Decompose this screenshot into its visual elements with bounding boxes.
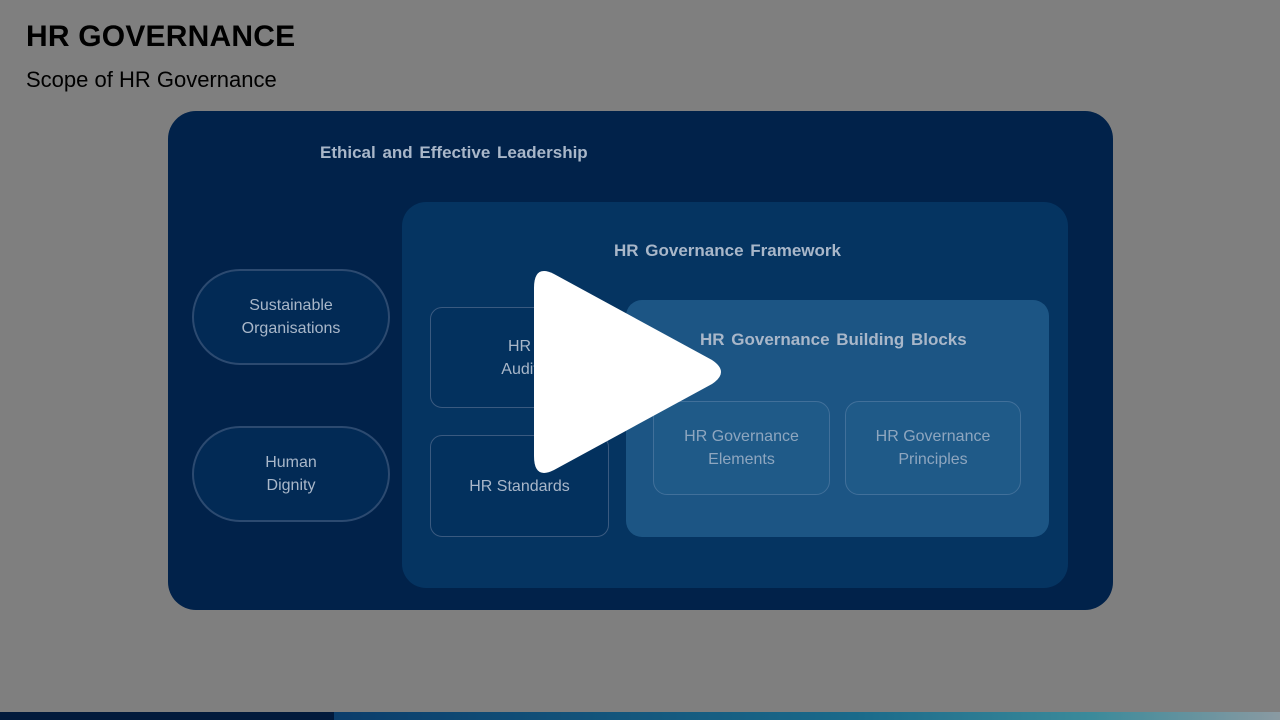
play-icon[interactable]: [530, 266, 730, 478]
elements-line2: Elements: [708, 451, 775, 468]
governance-elements-box: HR Governance Elements: [653, 401, 830, 495]
hr-standards-label: HR Standards: [469, 477, 570, 495]
principles-line2: Principles: [898, 451, 968, 468]
bottom-bar-dark: [0, 712, 334, 720]
framework-heading: HR Governance Framework: [614, 241, 841, 260]
pill-human-dignity: Human Dignity: [192, 426, 390, 522]
governance-principles-box: HR Governance Principles: [845, 401, 1021, 495]
slide-title: HR GOVERNANCE: [26, 20, 296, 53]
pill-label-line2: Dignity: [266, 477, 316, 494]
principles-line1: HR Governance: [875, 428, 991, 445]
hr-audit-line1: HR: [507, 337, 532, 355]
pill-label-line1: Sustainable: [249, 297, 333, 314]
slide-subtitle: Scope of HR Governance: [26, 67, 277, 92]
play-button[interactable]: [530, 266, 730, 478]
pill-label-line1: Human: [265, 454, 317, 471]
pill-label-line2: Organisations: [241, 320, 341, 337]
building-blocks-heading: HR Governance Building Blocks: [700, 330, 967, 349]
bottom-bar-gradient: [334, 712, 1280, 720]
hr-audit-line2: Audit: [501, 360, 538, 378]
leadership-heading: Ethical and Effective Leadership: [320, 143, 588, 162]
elements-line1: HR Governance: [684, 428, 799, 445]
bottom-accent-bar: [0, 712, 1280, 720]
pill-sustainable-organisations: Sustainable Organisations: [192, 269, 390, 365]
